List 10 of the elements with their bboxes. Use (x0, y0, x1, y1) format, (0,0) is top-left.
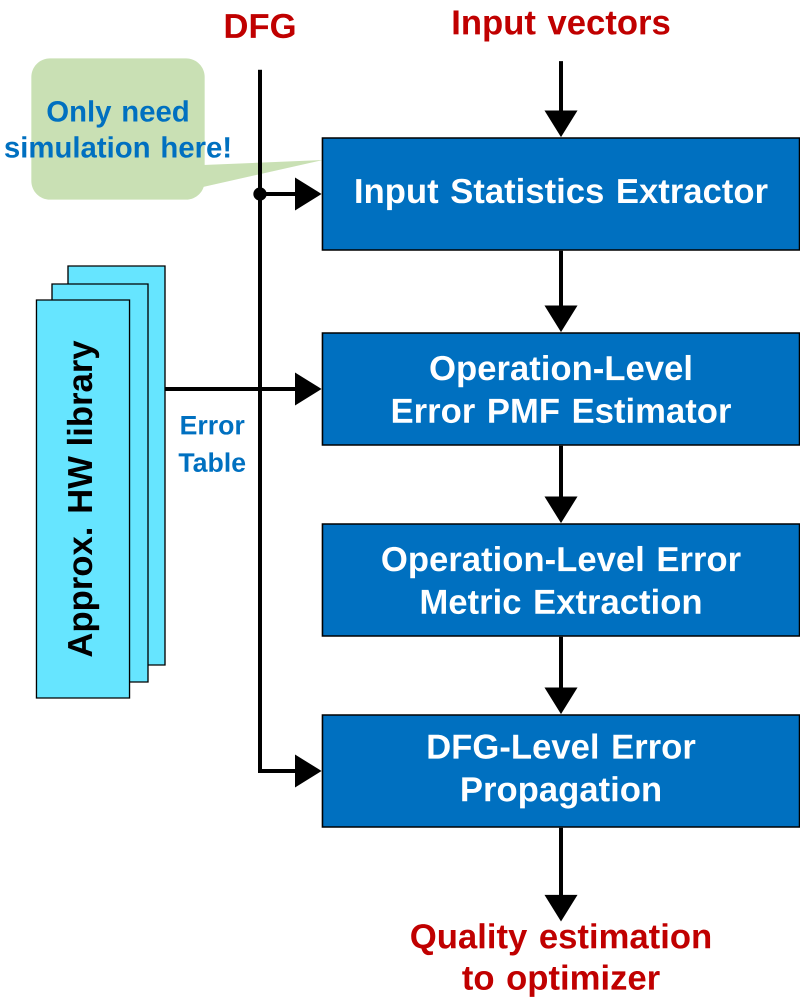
heading-text: DFG (226, 14, 294, 38)
heading-text: Input vectors (454, 10, 670, 42)
speech-bubble: Only need simulation here! (4, 58, 323, 200)
process-box: Operation-Level Error PMF Estimator (322, 332, 800, 446)
edge-label: Error Table (178, 416, 246, 472)
heading-text: Quality estimation to optimizer (411, 923, 710, 997)
process-box: Input Statistics Extractor (322, 137, 800, 251)
stacked-library-drawing: Approx. HW library (36, 265, 166, 699)
process-box: Operation-Level Error Metric Extraction (322, 523, 800, 637)
process-box: DFG-Level Error Propagation (322, 714, 800, 828)
